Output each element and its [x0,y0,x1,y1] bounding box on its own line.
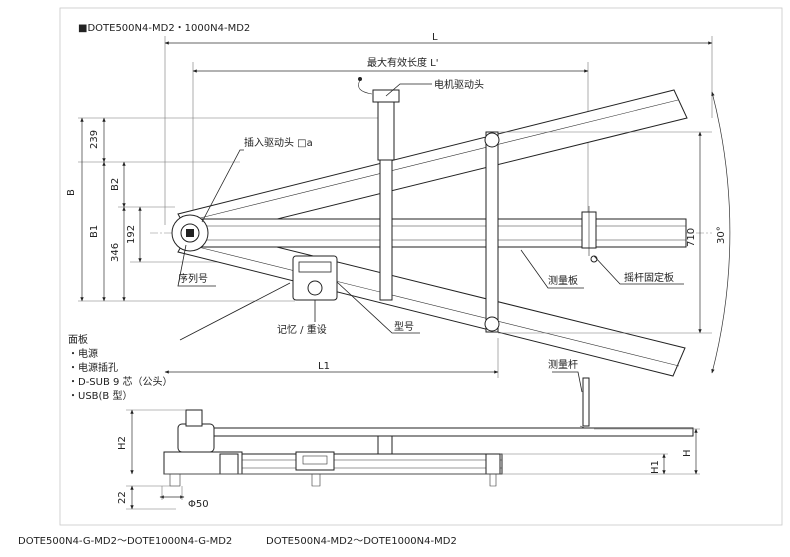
label-memory-reset: 记忆 / 重设 [277,323,327,336]
motor-drive-head [377,99,395,161]
label-H1: H1 [650,460,661,474]
leader-panel [179,282,291,341]
label-insert-head: 插入驱动头 □a [244,136,313,149]
panel-item: ・USB(B 型） [68,389,132,402]
label-max-length: 最大有效长度 L' [367,56,439,69]
leader-measure-plate [520,249,584,289]
side-end-cap [219,453,239,475]
panel-list: 面板 ・电源 ・电源插孔 ・D-SUB 9 芯（公头） ・USB(B 型） [68,333,173,402]
label-192: 192 [126,225,137,244]
leader-model [336,281,420,334]
arc-30-deg [711,91,731,374]
side-post [377,435,393,455]
side-foot-left [169,474,181,487]
side-rail [239,453,503,475]
side-foot-right [489,474,497,487]
side-foot-mid [311,474,321,487]
label-measure-rod: 测量杆 [548,358,578,371]
label-L1: L1 [318,361,330,372]
panel-item: ・电源插孔 [68,361,118,374]
display-window [298,261,332,273]
cable-end [358,77,362,81]
side-controller [295,451,335,471]
drive-shaft [379,159,393,301]
drawing-title: ■DOTE500N4-MD2・1000N4-MD2 [78,23,250,34]
label-model: 型号 [394,320,414,333]
leader-measure-rod [552,371,583,393]
label-B2: B2 [110,178,121,191]
panel-item: ・D-SUB 9 芯（公头） [68,375,173,388]
arm-fix-knob [590,255,598,263]
caption-right: DOTE500N4-MD2～DOTE1000N4-MD2 [266,536,457,547]
arm-horizontal [179,218,687,248]
label-710: 710 [686,228,697,247]
side-plate [485,453,501,475]
label-phi50: Φ50 [188,499,209,510]
label-H: H [682,449,693,457]
caption-left: DOTE500N4-G-MD2～DOTE1000N4-G-MD2 [18,536,232,547]
drawing-frame [59,7,783,526]
label-30-deg: 30° [716,226,727,244]
label-measure-plate: 测量板 [548,274,578,287]
label-H2: H2 [117,436,128,450]
label-22: 22 [117,491,128,504]
label-L: L [432,32,438,43]
memory-reset-knob [307,280,323,296]
label-motor-head: 电机驱动头 [434,78,484,91]
panel-heading: 面板 [68,333,88,346]
label-239: 239 [89,130,100,149]
label-serial: 序列号 [178,272,208,285]
leader-insert-head [201,149,244,223]
arm-lower-inner [185,243,680,367]
measure-plate [485,131,499,333]
leader-serial [177,244,216,287]
arm-upper [177,89,688,241]
label-B1: B1 [89,225,100,238]
motor-cable [358,79,373,95]
side-head-block [177,423,215,453]
side-head-top [185,409,203,427]
measure-plate-pin-bottom [484,316,500,332]
side-display [302,455,328,465]
label-346: 346 [110,243,121,262]
measure-plate-pin-top [484,132,500,148]
square-drive [186,229,194,237]
arm-upper-inner [183,99,679,223]
leader-motor-head [385,83,432,97]
measure-rod [582,377,590,427]
panel-item: ・电源 [68,347,98,360]
leader-arm-fix-plate [593,255,684,285]
label-B: B [66,189,77,196]
label-arm-fix-plate: 摇杆固定板 [624,271,674,284]
